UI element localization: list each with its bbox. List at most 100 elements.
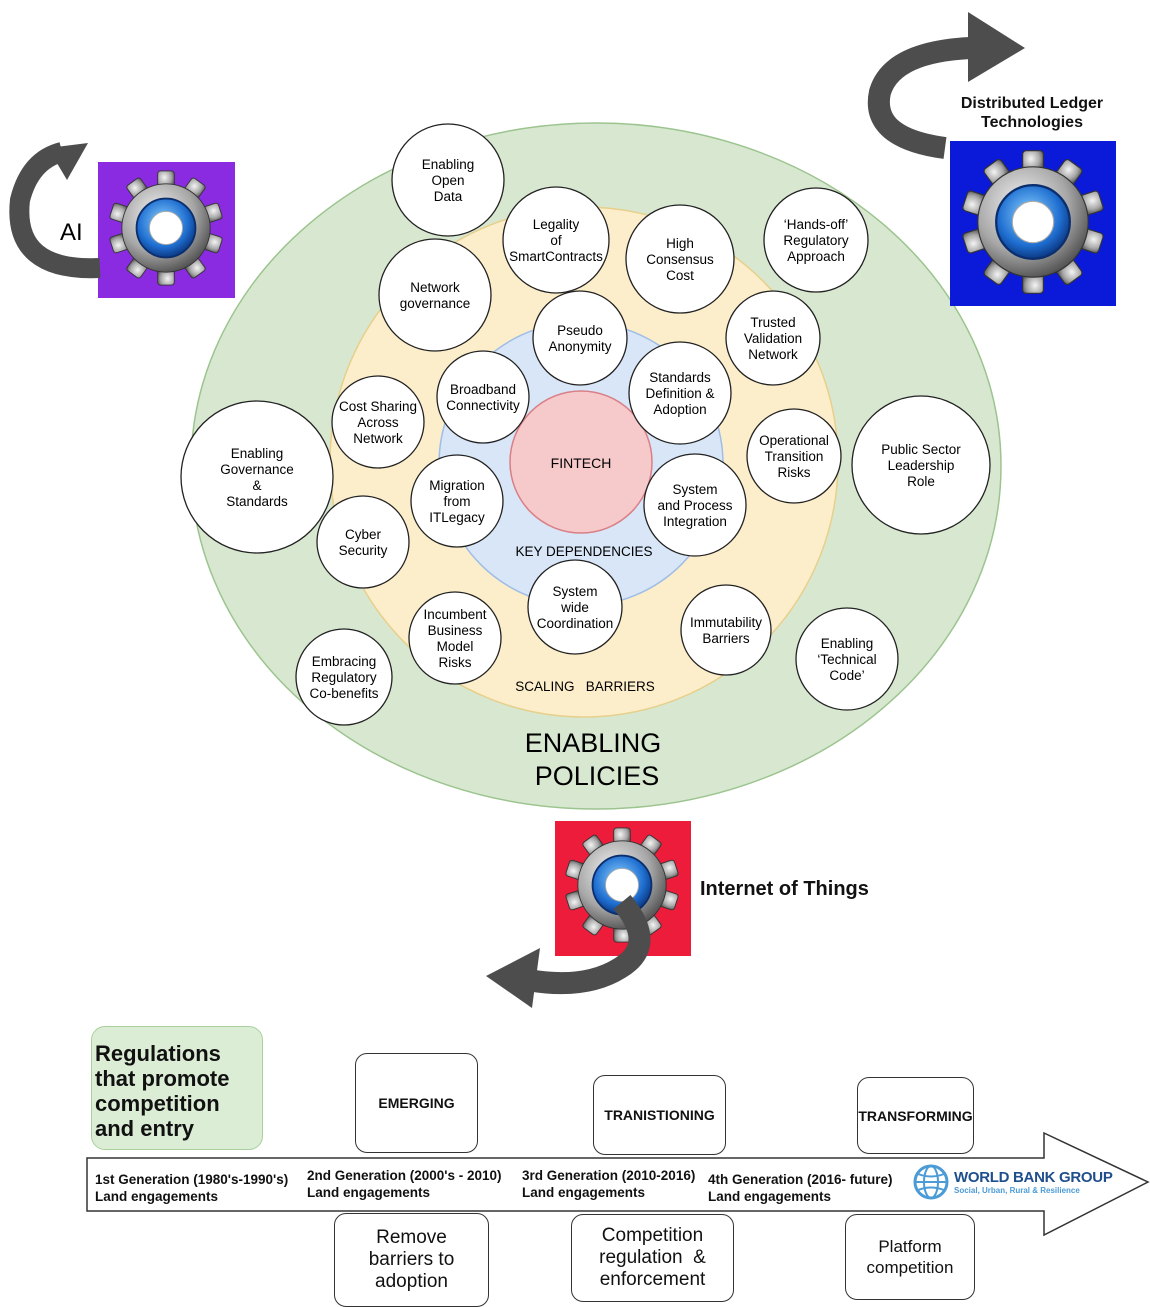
enabling-policies-label-line1: ENABLING: [525, 728, 662, 758]
node-label-line: Network: [410, 280, 460, 295]
node-circle: [295, 628, 393, 726]
iot-curved-arrow-icon: [526, 894, 651, 995]
callout-line1: Regulations: [95, 1041, 221, 1066]
fintech-label: FINTECH: [551, 455, 612, 471]
node-label-line: Enabling: [422, 157, 475, 172]
node-label-line: Security: [339, 543, 388, 558]
generation-4-sub: Land engagements: [708, 1189, 832, 1204]
ai-arrowhead-icon: [48, 143, 88, 180]
dlt-label-line1: Distributed Ledger: [960, 95, 1104, 112]
node-label-line: Enabling: [821, 636, 874, 651]
node-label-line: Risks: [439, 655, 472, 670]
stage-transforming-label: TRANSFORMING: [858, 1107, 973, 1124]
node-label-line: Transition: [765, 449, 824, 464]
node-label-line: Migration: [429, 478, 485, 493]
node-circle: [378, 238, 492, 352]
node-label-line: ‘Technical: [817, 652, 876, 667]
node-label-line: Approach: [787, 249, 845, 264]
node-label-line: Governance: [220, 462, 294, 477]
node-circle: [763, 187, 869, 293]
enabling-policies-label-line2: POLICIES: [535, 761, 660, 791]
stage-transforming: TRANSFORMING: [857, 1077, 974, 1154]
node-label-line: Immutability: [690, 615, 762, 630]
node-label-line: Operational: [759, 433, 829, 448]
node-label-line: Regulatory: [311, 670, 377, 685]
world-bank-subtitle: Social, Urban, Rural & Resilience: [954, 1186, 1080, 1195]
node-label-line: Role: [907, 474, 935, 489]
node-circle: [628, 341, 732, 445]
node-label-line: from: [444, 494, 471, 509]
ai-curved-arrow-icon: [9, 142, 101, 279]
node-label-line: Broadband: [450, 382, 516, 397]
node-label-line: Standards: [649, 370, 711, 385]
dlt-curved-arrow-icon: [867, 37, 971, 159]
node-circle: [532, 290, 628, 386]
node-label-line: Incumbent: [423, 607, 486, 622]
node-label-line: wide: [560, 600, 589, 615]
node-circle: [643, 453, 747, 557]
generation-1-title: 1st Generation (1980's-1990's): [95, 1172, 289, 1187]
node-circle: [410, 454, 504, 548]
callout-line4: and entry: [95, 1116, 195, 1141]
node-label-line: Legality: [533, 217, 580, 232]
world-bank-logo: WORLD BANK GROUP Social, Urban, Rural & …: [912, 1163, 1113, 1201]
stage-transitioning: TRANISTIONING: [593, 1075, 726, 1155]
iot-label: Internet of Things: [700, 878, 869, 900]
diagram-nodes: EnablingOpenDataLegalityofSmartContracts…: [180, 123, 991, 726]
node-label-line: ‘Hands-off’: [784, 217, 849, 232]
node-label-line: &: [252, 478, 261, 493]
generation-2-title: 2nd Generation (2000's - 2010): [307, 1168, 502, 1183]
node-label-line: Cyber: [345, 527, 382, 542]
node-label-line: Risks: [778, 465, 811, 480]
node-circle: [625, 204, 735, 314]
node-label-line: Definition &: [645, 386, 714, 401]
callout-line2: that promote: [95, 1066, 230, 1091]
stage-competition-regulation: Competition regulation & enforcement: [571, 1214, 734, 1302]
node-label-line: SmartContracts: [509, 249, 603, 264]
stage-emerging: EMERGING: [355, 1053, 478, 1153]
dlt-label: Distributed Ledger Technologies: [944, 94, 1120, 132]
node-label-line: Network: [353, 431, 403, 446]
node-circle: [725, 290, 821, 386]
node-label-line: Consensus: [646, 252, 714, 267]
node-label-line: Code’: [829, 668, 864, 683]
node-label-line: Data: [434, 189, 463, 204]
generation-1-sub: Land engagements: [95, 1189, 219, 1204]
node-circle: [408, 591, 502, 685]
node-label-line: Regulatory: [783, 233, 849, 248]
generation-3-title: 3rd Generation (2010-2016): [522, 1168, 696, 1183]
generation-4: 4th Generation (2016- future) Land engag…: [708, 1171, 893, 1205]
remove-barriers-line2: barriers to: [368, 1249, 455, 1270]
stage-platform-competition: Platform competition: [845, 1214, 975, 1300]
node-circle: [436, 350, 530, 444]
node-label-line: Standards: [226, 494, 288, 509]
stage-transitioning-label: TRANISTIONING: [604, 1107, 715, 1123]
node-label-line: System: [552, 584, 597, 599]
dlt-label-line2: Technologies: [981, 114, 1083, 131]
world-bank-title: WORLD BANK GROUP: [954, 1169, 1113, 1186]
generation-3: 3rd Generation (2010-2016) Land engageme…: [522, 1167, 695, 1201]
node-circle: [746, 408, 842, 504]
node-circle: [331, 375, 425, 469]
competition-line2: regulation &: [599, 1247, 706, 1268]
node-label-line: Trusted: [750, 315, 795, 330]
node-label-line: and Process: [657, 498, 732, 513]
node-label-line: governance: [400, 296, 471, 311]
node-label-line: Pseudo: [557, 323, 603, 338]
node-label-line: Leadership: [888, 458, 955, 473]
node-label-line: Enabling: [231, 446, 284, 461]
generation-1: 1st Generation (1980's-1990's) Land enga…: [95, 1171, 288, 1205]
stage-emerging-label: EMERGING: [378, 1095, 455, 1111]
node-label-line: Embracing: [312, 654, 377, 669]
key-dependencies-label: KEY DEPENDENCIES: [515, 544, 652, 559]
fintech-diagram: FINTECH KEY DEPENDENCIES SCALING BARRIER…: [9, 12, 1116, 1008]
